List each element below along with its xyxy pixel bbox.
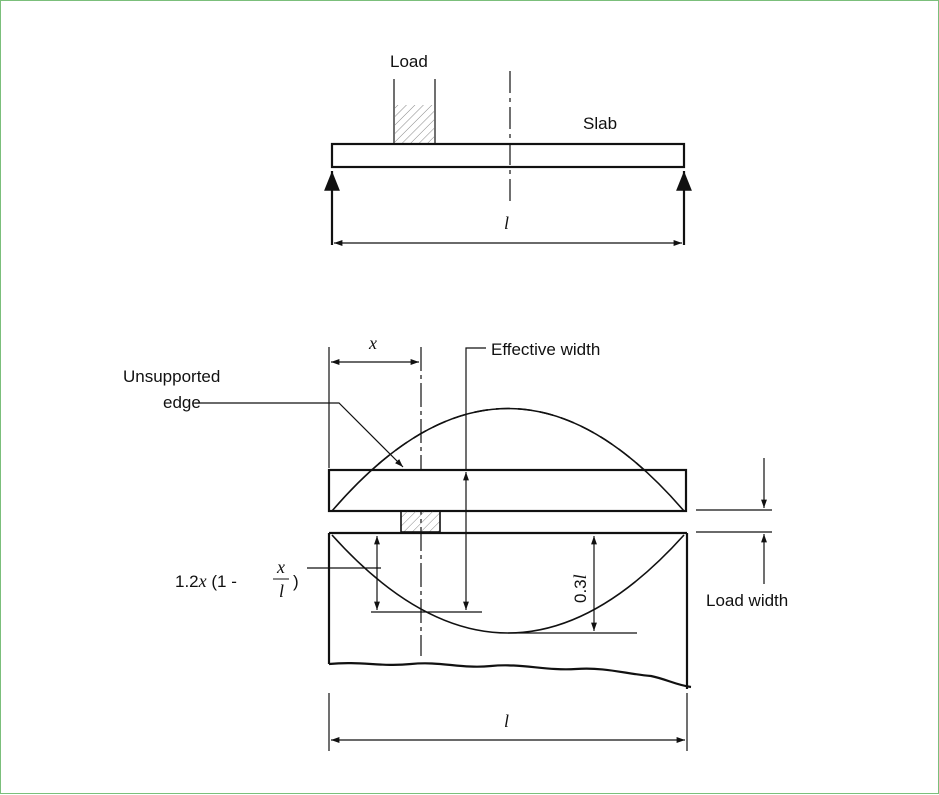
x-label: x <box>368 333 377 353</box>
formula-numerator: x <box>276 557 285 577</box>
load-hatched-block <box>395 105 434 144</box>
formula-denominator: l <box>279 581 284 601</box>
lower-effective-width-curve <box>331 534 685 634</box>
elevation-view: Load Slab l <box>324 52 692 246</box>
load-width-label: Load width <box>706 591 788 610</box>
formula-close: ) <box>293 572 299 591</box>
span-label-bottom: l <box>504 711 509 731</box>
max-width-label: 0.3l <box>570 574 590 603</box>
effective-width-label: Effective width <box>491 340 600 359</box>
unsupported-edge-leader <box>195 402 404 468</box>
load-label: Load <box>390 52 428 71</box>
slab-edge-strip <box>327 468 688 513</box>
unsupported-edge-label-line2: edge <box>163 393 201 412</box>
slab-label: Slab <box>583 114 617 133</box>
plan-view: x Effective width Unsupported edge <box>123 333 788 751</box>
slab-rectangle <box>330 142 686 169</box>
load-patch <box>400 510 441 533</box>
formula-label: 1.2x (1 - x l ) <box>175 557 299 601</box>
formula-prefix: 1.2x (1 - <box>175 571 237 591</box>
lower-slab-break-line <box>328 662 692 689</box>
span-label-top: l <box>504 213 509 233</box>
effective-width-curve-in-strip <box>331 407 685 512</box>
effective-width-leader <box>465 347 486 471</box>
unsupported-edge-label-line1: Unsupported <box>123 367 220 386</box>
